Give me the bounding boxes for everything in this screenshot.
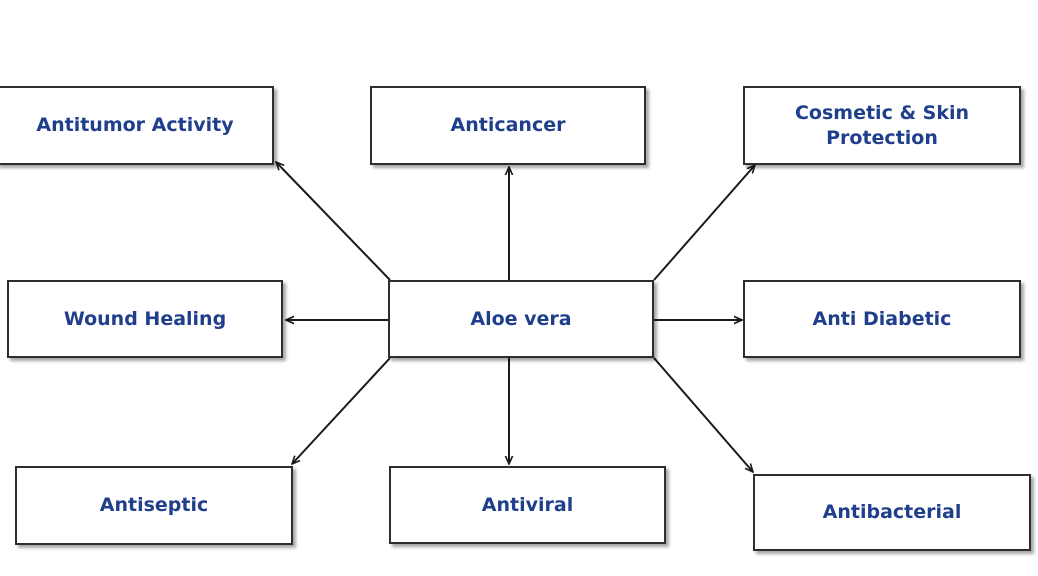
node-label: Antiviral [481, 493, 574, 516]
arrow-aloe-to-antitumor [276, 162, 391, 281]
node-label: Cosmetic & Skin Protection [794, 101, 969, 149]
node-label: Antibacterial [822, 501, 962, 524]
node-label: Wound Healing [63, 307, 227, 330]
node-antiviral: Antiviral [389, 466, 666, 544]
node-label: Anti Diabetic [812, 307, 952, 330]
center-node-aloe-vera: Aloe vera [388, 280, 654, 358]
arrow-aloe-to-antibact [653, 357, 753, 472]
arrow-aloe-to-antiseptic [292, 357, 391, 464]
node-label: Antiseptic [99, 494, 209, 517]
node-anticancer: Anticancer [370, 86, 646, 165]
center-node-label: Aloe vera [470, 307, 572, 330]
node-label: Antitumor Activity [36, 114, 234, 137]
arrow-aloe-to-cosmetic [653, 165, 755, 281]
node-antiseptic: Antiseptic [15, 466, 293, 545]
node-antitumor-activity: Antitumor Activity [0, 86, 274, 165]
node-antibacterial: Antibacterial [753, 474, 1031, 551]
node-wound-healing: Wound Healing [7, 280, 283, 358]
node-cosmetic-skin-protection: Cosmetic & Skin Protection [743, 86, 1021, 165]
node-anti-diabetic: Anti Diabetic [743, 280, 1021, 358]
node-label: Anticancer [450, 114, 566, 137]
